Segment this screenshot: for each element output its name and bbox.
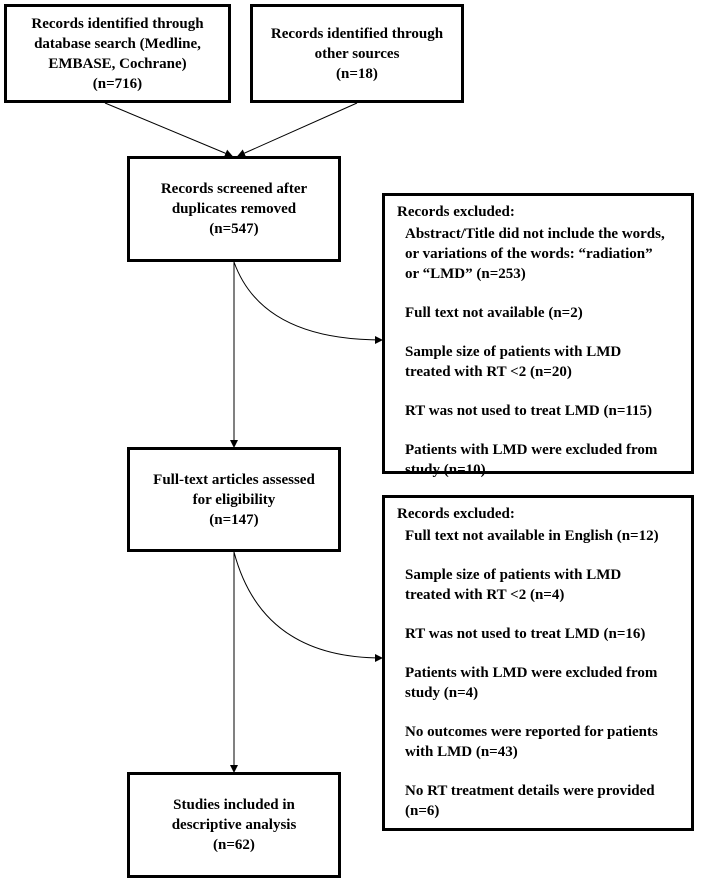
exclusion-line: study (n=4)	[405, 685, 479, 701]
records-database-search-box: Records identified through database sear…	[4, 4, 231, 103]
exclusion-line: Abstract/Title did not include the words…	[405, 226, 665, 242]
exclusion-line: treated with RT <2 (n=20)	[405, 364, 572, 380]
box-line: database search (Medline,	[34, 35, 201, 52]
exclusion-item: Sample size of patients with LMD treated…	[405, 565, 683, 605]
exclusion-line: study (n=10)	[405, 462, 486, 478]
exclusion-item: RT was not used to treat LMD (n=16)	[405, 624, 683, 644]
exclusion-line: or “LMD” (n=253)	[405, 266, 526, 282]
exclusion-item: No RT treatment details were provided (n…	[405, 781, 683, 821]
full-text-assessed-box: Full-text articles assessed for eligibil…	[127, 447, 341, 552]
box-line: for eligibility	[192, 491, 276, 508]
exclusion-line: Full text not available (n=2)	[405, 305, 583, 321]
box-line: EMBASE, Cochrane)	[48, 55, 187, 72]
box-line: duplicates removed	[171, 201, 297, 217]
exclusion-line: Patients with LMD were excluded from	[405, 442, 658, 458]
exclusion-line: RT was not used to treat LMD (n=115)	[405, 403, 653, 419]
exclusion-line: with LMD (n=43)	[405, 744, 518, 760]
exclusion-line: (n=6)	[405, 803, 440, 819]
exclusion-item: Patients with LMD were excluded from stu…	[405, 663, 683, 703]
exclusion-item: Sample size of patients with LMD treated…	[405, 342, 683, 382]
exclusion-item: Abstract/Title did not include the words…	[405, 224, 683, 284]
arrow-fulltext-to-excluded-2	[233, 551, 383, 662]
excluded-title: Records excluded:	[397, 204, 515, 220]
exclusion-item: Full text not available (n=2)	[405, 303, 683, 323]
exclusion-item: RT was not used to treat LMD (n=115)	[405, 401, 683, 421]
exclusion-line: Sample size of patients with LMD	[405, 567, 622, 583]
exclusion-line: Sample size of patients with LMD	[405, 344, 622, 360]
arrow-database-to-screened	[104, 102, 233, 157]
records-other-sources-box: Records identified through other sources…	[250, 4, 464, 103]
exclusion-line: No outcomes were reported for patients	[405, 724, 658, 740]
box-line: other sources	[314, 45, 400, 62]
exclusion-line: treated with RT <2 (n=4)	[405, 587, 565, 603]
exclusion-line: Patients with LMD were excluded from	[405, 665, 658, 681]
box-count: (n=147)	[209, 511, 259, 528]
studies-included-box: Studies included in descriptive analysis…	[127, 772, 341, 878]
box-line: Records screened after	[160, 181, 308, 197]
exclusion-line: No RT treatment details were provided	[405, 783, 655, 799]
box-count: (n=716)	[92, 75, 143, 92]
records-excluded-box-2: Records excluded: Full text not availabl…	[382, 495, 694, 831]
box-count: (n=18)	[336, 65, 378, 82]
exclusion-item: Patients with LMD were excluded from stu…	[405, 440, 683, 480]
box-line: Full-text articles assessed	[153, 471, 315, 488]
exclusion-line: Full text not available in English (n=12…	[405, 528, 659, 544]
exclusion-item: Full text not available in English (n=12…	[405, 526, 683, 546]
records-excluded-box-1: Records excluded: Abstract/Title did not…	[382, 193, 694, 478]
box-line: descriptive analysis	[171, 817, 297, 833]
exclusion-line: RT was not used to treat LMD (n=16)	[405, 626, 646, 642]
box-line: Records identified through	[31, 15, 204, 32]
arrow-other-to-screened	[237, 102, 358, 157]
box-count: (n=62)	[213, 837, 255, 853]
records-screened-box: Records screened after duplicates remove…	[127, 156, 341, 262]
box-line: Studies included in	[173, 797, 295, 813]
excluded-title: Records excluded:	[397, 506, 515, 522]
exclusion-line: or variations of the words: “radiation”	[405, 246, 653, 262]
box-line: Records identified through	[270, 25, 444, 42]
exclusion-item: No outcomes were reported for patients w…	[405, 722, 683, 762]
arrow-screened-to-excluded-1	[233, 261, 383, 344]
box-count: (n=547)	[209, 221, 259, 237]
